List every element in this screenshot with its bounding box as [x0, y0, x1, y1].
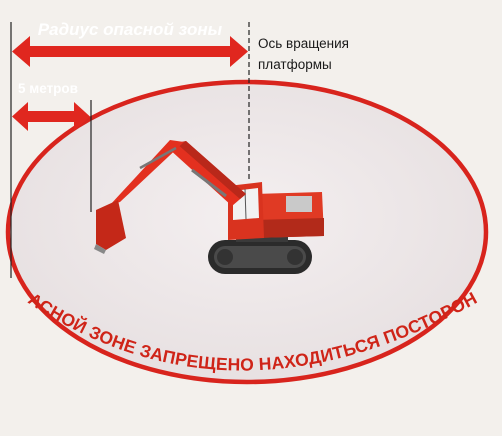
radius-label: Радиус опасной зоны	[38, 20, 223, 39]
excavator-icon	[94, 140, 324, 274]
axis-label-line1: Ось вращения	[258, 36, 349, 51]
excavator-bucket	[96, 200, 126, 250]
axis-label-line2: платформы	[258, 57, 332, 72]
five-meters-label: 5 метров	[18, 81, 78, 96]
five-meters-arrow	[12, 102, 90, 131]
excavator-arm	[110, 140, 184, 205]
radius-arrow	[12, 36, 248, 67]
excavator-boom	[168, 141, 246, 206]
